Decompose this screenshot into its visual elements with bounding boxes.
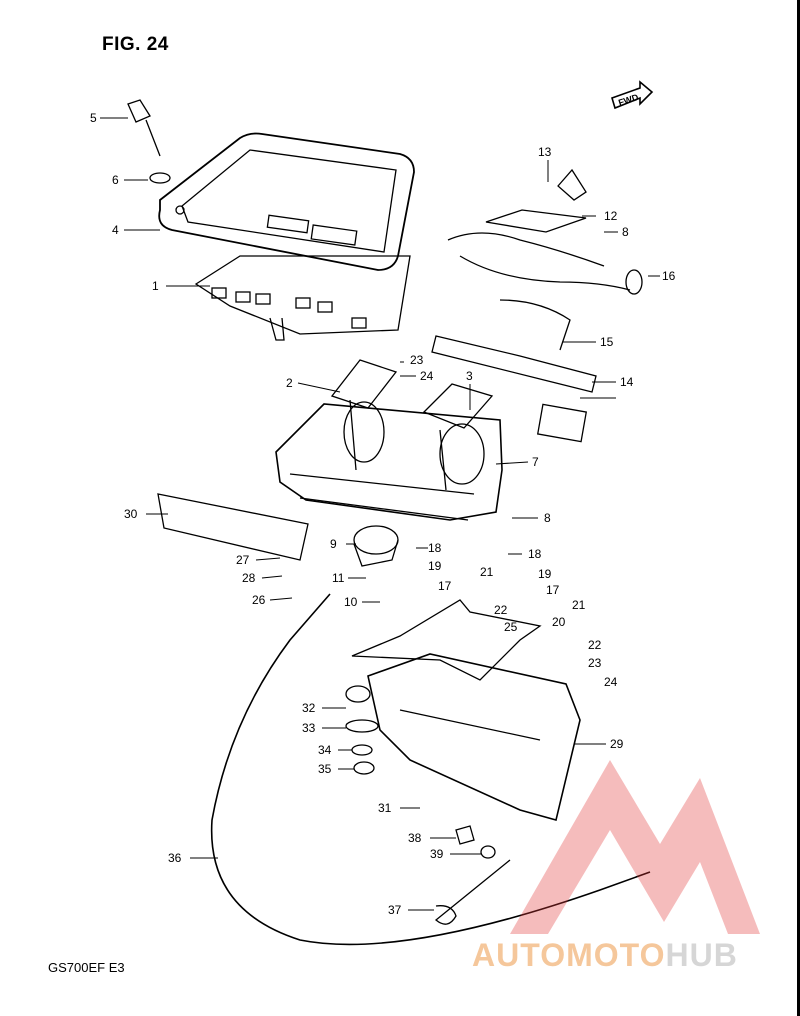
callout-25: 25 — [504, 620, 518, 634]
callout-13: 13 — [538, 145, 552, 159]
callout-14: 14 — [620, 375, 634, 389]
lower-cover-part — [367, 653, 581, 821]
callout-32: 32 — [302, 701, 316, 715]
callout-2: 2 — [286, 376, 293, 390]
callout-11: 11 — [332, 571, 345, 585]
callout-22b: 22 — [588, 638, 602, 652]
callout-27: 27 — [236, 553, 250, 567]
callout-23a: 23 — [410, 353, 424, 367]
callout-4: 4 — [112, 223, 119, 237]
callout-5: 5 — [90, 111, 97, 125]
meter-plate-part — [157, 493, 309, 561]
callout-28: 28 — [242, 571, 256, 585]
callout-18a: 18 — [428, 541, 442, 555]
callout-7: 7 — [532, 455, 539, 469]
callout-34: 34 — [318, 743, 332, 757]
meter-bracket-part — [351, 599, 542, 681]
spring-clip-part — [434, 859, 511, 925]
tachometer-part — [422, 383, 494, 491]
callout-20: 20 — [552, 615, 566, 629]
callout-15: 15 — [600, 335, 614, 349]
callout-35: 35 — [318, 762, 332, 776]
callout-30: 30 — [124, 507, 138, 521]
callout-31: 31 — [378, 801, 392, 815]
callout-17a: 17 — [438, 579, 452, 593]
callout-39: 39 — [430, 847, 444, 861]
watermark-logo-icon — [510, 760, 760, 934]
meter-case-part — [275, 403, 503, 521]
callout-21a: 21 — [480, 565, 494, 579]
callout-37: 37 — [388, 903, 402, 917]
meter-cover-part — [158, 132, 415, 271]
callout-19b: 19 — [538, 567, 552, 581]
callout-8b: 8 — [544, 511, 551, 525]
watermark-text-main: AUTOMOTO — [472, 937, 665, 973]
figure-title: FIG. 24 — [102, 34, 169, 55]
page-edge — [797, 0, 800, 1016]
callout-19a: 19 — [428, 559, 442, 573]
hardware-stack-part — [345, 685, 379, 775]
trip-knob-part — [127, 99, 161, 157]
callout-9: 9 — [330, 537, 337, 551]
callout-38: 38 — [408, 831, 422, 845]
bolt-part — [455, 825, 496, 859]
callout-16: 16 — [662, 269, 676, 283]
callout-23b: 23 — [588, 656, 602, 670]
callout-33: 33 — [302, 721, 316, 735]
callout-26: 26 — [252, 593, 266, 607]
callout-22a: 22 — [494, 603, 508, 617]
model-code: GS700EF E3 — [48, 960, 125, 975]
speedometer-part — [330, 359, 398, 471]
callout-24b: 24 — [604, 675, 618, 689]
grommet-part — [149, 172, 171, 184]
callout-29: 29 — [610, 737, 624, 751]
callout-24a: 24 — [420, 369, 434, 383]
callout-17b: 17 — [546, 583, 560, 597]
svg-text:AUTOMOTOHUB: AUTOMOTOHUB — [472, 937, 738, 973]
callout-36: 36 — [168, 851, 182, 865]
callout-21b: 21 — [572, 598, 586, 612]
callout-10: 10 — [344, 595, 358, 609]
callout-18b: 18 — [528, 547, 542, 561]
callout-1: 1 — [152, 279, 159, 293]
automotohub-watermark: AUTOMOTOHUB — [472, 760, 760, 973]
speedometer-cable-part — [210, 593, 651, 946]
fwd-arrow-icon: FWD — [611, 80, 654, 110]
wiring-harness-part — [431, 168, 643, 443]
callout-6: 6 — [112, 173, 119, 187]
callout-12: 12 — [604, 209, 618, 223]
callout-8a: 8 — [622, 225, 629, 239]
callout-3: 3 — [466, 369, 473, 383]
sensor-part — [353, 525, 399, 567]
meter-panel-part — [194, 255, 411, 341]
watermark-text-accent: HUB — [665, 937, 737, 973]
